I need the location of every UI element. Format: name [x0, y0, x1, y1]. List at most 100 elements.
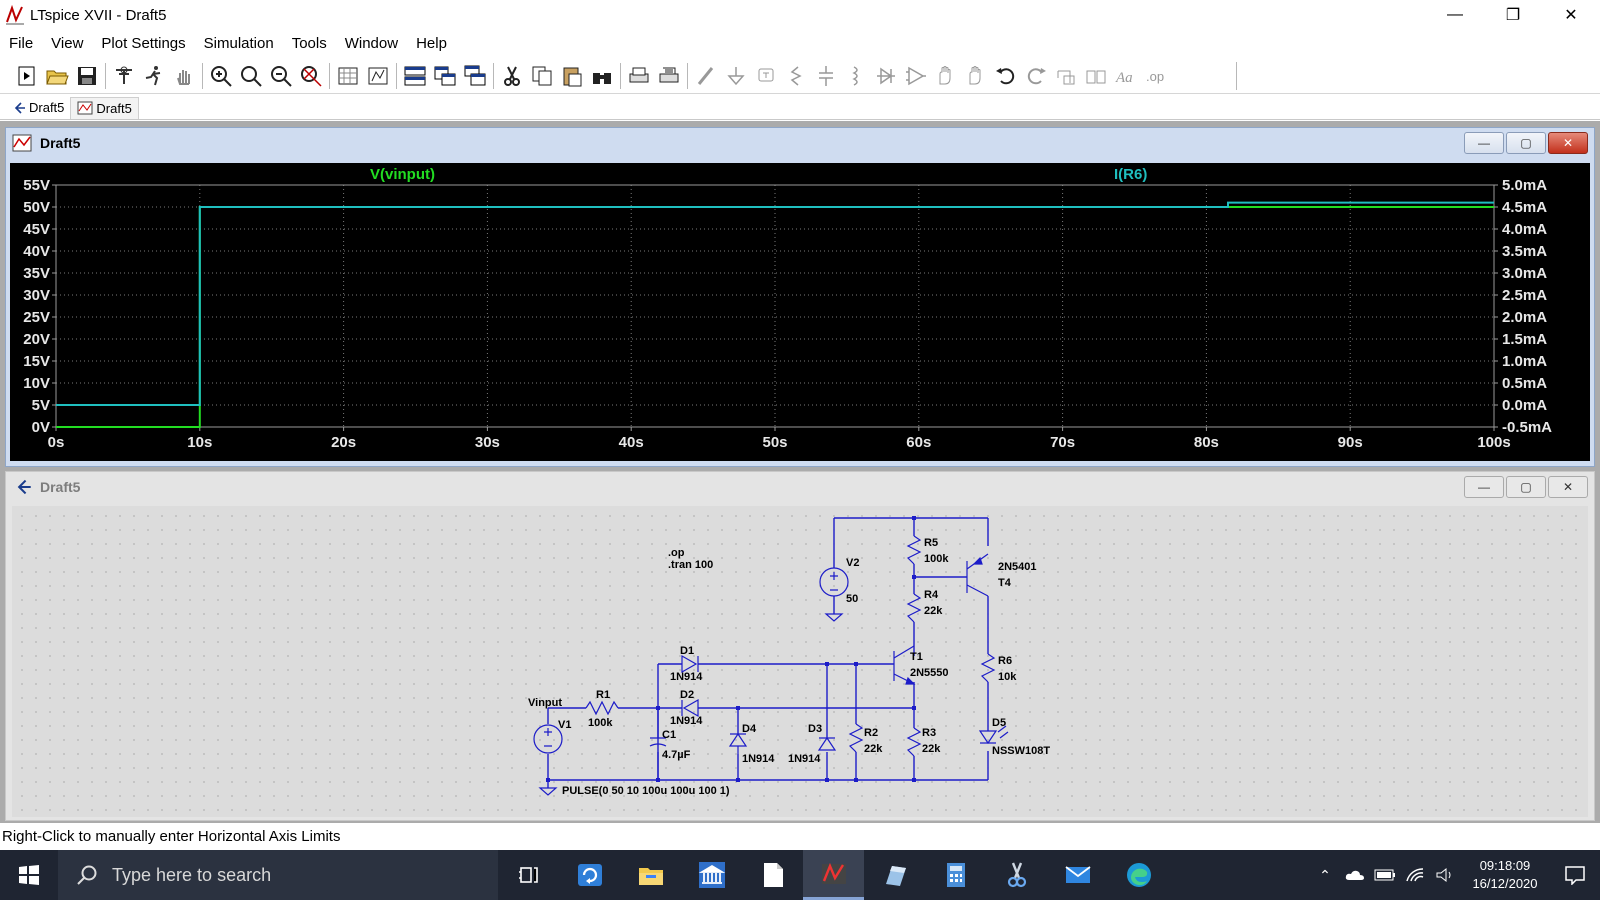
schematic-canvas[interactable]: .op .tran 100 V2 50 R5 100k R4 22k 2N540…: [12, 506, 1588, 817]
waveform-minimize-button[interactable]: —: [1464, 132, 1504, 154]
label-net-icon[interactable]: [751, 61, 781, 91]
menu-help[interactable]: Help: [416, 34, 447, 52]
capacitor-icon[interactable]: [811, 61, 841, 91]
tab-waveform[interactable]: Draft5: [70, 96, 139, 119]
taskbar-clock[interactable]: 09:18:09 16/12/2020: [1460, 857, 1550, 893]
components: [533, 535, 1009, 796]
tile-horizontal-icon[interactable]: [400, 61, 430, 91]
op-directive[interactable]: .op: [668, 547, 685, 559]
spice-directive-icon[interactable]: .op: [1141, 61, 1171, 91]
schematic-window-titlebar[interactable]: Draft5 — ▢ ✕: [6, 472, 1594, 502]
pan-icon[interactable]: [236, 61, 266, 91]
snipping-tool-icon[interactable]: [986, 850, 1047, 900]
tab-schematic[interactable]: Draft5: [6, 97, 70, 119]
paste-icon[interactable]: [557, 61, 587, 91]
chevron-up-icon[interactable]: ⌃: [1319, 866, 1331, 883]
save-icon[interactable]: [72, 61, 102, 91]
open-icon[interactable]: [42, 61, 72, 91]
v1-name: V1: [558, 719, 571, 731]
drag-icon[interactable]: [961, 61, 991, 91]
task-view-icon[interactable]: [498, 850, 559, 900]
taskbar-search[interactable]: Type here to search: [58, 850, 498, 900]
run-icon[interactable]: [139, 61, 169, 91]
waveform-window-titlebar[interactable]: Draft5 — ▢ ✕: [6, 128, 1594, 158]
onedrive-icon[interactable]: [1340, 850, 1370, 900]
zoom-in-icon[interactable]: [206, 61, 236, 91]
tran-directive[interactable]: .tran 100: [668, 559, 713, 571]
mail-icon[interactable]: [1047, 850, 1108, 900]
redo-icon[interactable]: [1021, 61, 1051, 91]
tile-vertical-icon[interactable]: [430, 61, 460, 91]
menu-simulation[interactable]: Simulation: [203, 34, 274, 52]
zoom-extents-icon[interactable]: [296, 61, 326, 91]
schematic-minimize-button[interactable]: —: [1464, 476, 1504, 498]
speaker-icon[interactable]: [1430, 850, 1460, 900]
print-preview-icon[interactable]: [654, 61, 684, 91]
control-panel-app-icon[interactable]: [559, 850, 620, 900]
mirror-icon[interactable]: [1081, 61, 1111, 91]
rotate-icon[interactable]: [1051, 61, 1081, 91]
paint-app-icon[interactable]: [864, 850, 925, 900]
move-icon[interactable]: [931, 61, 961, 91]
draw-wire-icon[interactable]: [691, 61, 721, 91]
file-explorer-icon[interactable]: [620, 850, 681, 900]
menu-file[interactable]: File: [9, 34, 34, 52]
menu-view[interactable]: View: [51, 34, 84, 52]
schematic-window: Draft5 — ▢ ✕: [5, 471, 1595, 821]
y-left-tick-label: 0V: [32, 419, 50, 436]
zoom-out-icon[interactable]: [266, 61, 296, 91]
new-schematic-icon[interactable]: [12, 61, 42, 91]
undo-icon[interactable]: [991, 61, 1021, 91]
ltspice-taskbar-icon[interactable]: [803, 850, 864, 900]
cascade-icon[interactable]: [460, 61, 490, 91]
notepad-icon[interactable]: [742, 850, 803, 900]
c1-value: 4.7µF: [662, 749, 691, 761]
battery-icon[interactable]: [1370, 850, 1400, 900]
y-left-tick-label: 55V: [23, 177, 50, 194]
autorange-icon[interactable]: [333, 61, 363, 91]
calculator-icon[interactable]: [925, 850, 986, 900]
schematic-close-button[interactable]: ✕: [1548, 476, 1588, 498]
d5-name: D5: [992, 717, 1006, 729]
diode-icon[interactable]: [871, 61, 901, 91]
t1-model: 2N5550: [910, 667, 949, 679]
cut-icon[interactable]: [497, 61, 527, 91]
toolbar-separator: [105, 62, 106, 89]
text-icon[interactable]: Aa: [1111, 61, 1141, 91]
close-button[interactable]: ✕: [1564, 7, 1578, 24]
x-tick-label: 30s: [475, 434, 500, 451]
edge-icon[interactable]: [1108, 850, 1169, 900]
d4-name: D4: [742, 723, 757, 735]
grid-icon[interactable]: [363, 61, 393, 91]
c1-name: C1: [662, 729, 676, 741]
resistor-icon[interactable]: [781, 61, 811, 91]
schematic-window-title: Draft5: [40, 479, 81, 495]
print-icon[interactable]: [624, 61, 654, 91]
waveform-close-button[interactable]: ✕: [1548, 132, 1588, 154]
component-icon[interactable]: [901, 61, 931, 91]
svg-text:.op: .op: [1146, 69, 1164, 84]
control-panel-icon[interactable]: [109, 61, 139, 91]
restore-button[interactable]: ❐: [1505, 7, 1521, 24]
trace-label-vinput: V(vinput): [370, 166, 435, 183]
copy-icon[interactable]: [527, 61, 557, 91]
minimize-button[interactable]: —: [1447, 6, 1463, 23]
ground-icon[interactable]: [721, 61, 751, 91]
start-button[interactable]: [0, 850, 58, 900]
schematic-maximize-button[interactable]: ▢: [1506, 476, 1546, 498]
menu-window[interactable]: Window: [344, 34, 399, 52]
find-icon[interactable]: [587, 61, 617, 91]
wifi-icon[interactable]: [1400, 850, 1430, 900]
bank-app-icon[interactable]: [681, 850, 742, 900]
schematic-icon: [14, 101, 25, 114]
halt-icon[interactable]: [169, 61, 199, 91]
notification-center-icon[interactable]: [1550, 850, 1600, 900]
waveform-maximize-button[interactable]: ▢: [1506, 132, 1546, 154]
menu-tools[interactable]: Tools: [291, 34, 327, 52]
menu-plot-settings[interactable]: Plot Settings: [101, 34, 186, 52]
schematic-drawing[interactable]: .op .tran 100 V2 50 R5 100k R4 22k 2N540…: [12, 506, 1588, 817]
inductor-icon[interactable]: [841, 61, 871, 91]
toolbar-separator: [329, 62, 330, 89]
